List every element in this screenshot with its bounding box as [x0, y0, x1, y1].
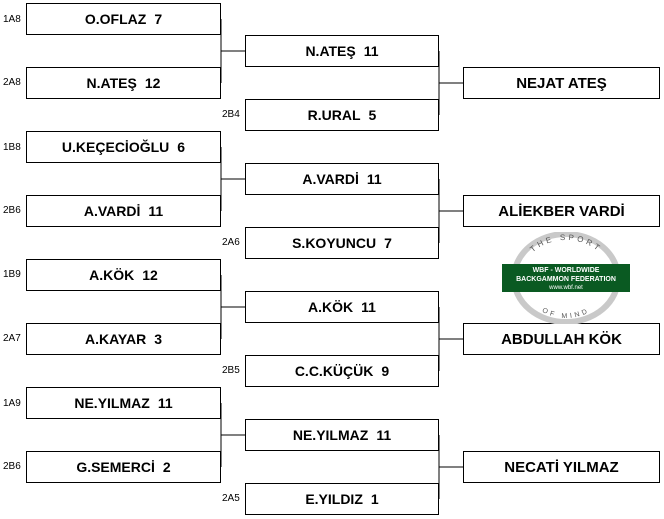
player-name: S.KOYUNCU — [292, 235, 377, 251]
player-name: A.KAYAR — [84, 331, 147, 347]
seed-label: 2A7 — [3, 333, 21, 344]
player-score: 2 — [162, 459, 171, 475]
seed-label: 1B8 — [3, 142, 21, 153]
match-box-round2[interactable]: C.C.KÜÇÜK 9 — [245, 355, 439, 387]
player-score: 11 — [361, 299, 376, 315]
winner-box[interactable]: NEJAT ATEŞ — [463, 67, 660, 99]
logo-line3: www.wbf.net — [548, 285, 583, 291]
player-name: G.SEMERCİ — [76, 459, 155, 475]
player-score: 12 — [142, 267, 158, 283]
match-box-round2[interactable]: NE.YILMAZ 11 — [245, 419, 439, 451]
player-score: 11 — [366, 171, 382, 187]
seed-label: 1A8 — [3, 14, 21, 25]
winner-name: NECATİ YILMAZ — [504, 458, 619, 476]
player-score: 11 — [376, 427, 392, 443]
match-box-round2[interactable]: S.KOYUNCU 7 — [245, 227, 439, 259]
match-box-round1[interactable]: N.ATEŞ 12 — [26, 67, 221, 99]
match-box-round1[interactable]: O.OFLAZ 7 — [26, 3, 221, 35]
match-box-round2[interactable]: A.VARDİ 11 — [245, 163, 439, 195]
seed-label: 2B4 — [222, 109, 240, 120]
winner-name: ALİEKBER VARDİ — [498, 202, 625, 220]
logo-top-text: THE SPORT — [528, 233, 603, 254]
match-box-round1[interactable]: U.KEÇECİOĞLU 6 — [26, 131, 221, 163]
player-score: 12 — [144, 75, 161, 91]
winner-box[interactable]: ABDULLAH KÖK — [463, 323, 660, 355]
logo-line1: WBF - WORLDWIDE — [533, 267, 600, 274]
match-box-round2[interactable]: R.URAL 5 — [245, 99, 439, 131]
seed-label: 2B6 — [3, 461, 21, 472]
winner-box[interactable]: NECATİ YILMAZ — [463, 451, 660, 483]
winner-name: ABDULLAH KÖK — [501, 330, 622, 348]
seed-label: 2B6 — [3, 205, 21, 216]
player-score: 7 — [154, 11, 163, 27]
player-name: NE.YILMAZ — [74, 395, 150, 411]
player-score: 7 — [384, 235, 392, 251]
player-score: 6 — [177, 139, 186, 155]
player-score: 1 — [370, 491, 379, 507]
wbf-logo: THE SPORT OF MIND WBF - WORLDWIDE BACKGA… — [502, 232, 630, 324]
seed-label: 2A8 — [3, 77, 21, 88]
seed-label: 1B9 — [3, 269, 21, 280]
seed-label: 2A5 — [222, 493, 240, 504]
player-name: U.KEÇECİOĞLU — [61, 139, 170, 155]
player-name: N.ATEŞ — [305, 43, 356, 59]
winner-box[interactable]: ALİEKBER VARDİ — [463, 195, 660, 227]
match-box-round1[interactable]: A.KÖK 12 — [26, 259, 221, 291]
match-box-round2[interactable]: A.KÖK 11 — [245, 291, 439, 323]
player-name: A.VARDİ — [83, 203, 141, 219]
player-name: R.URAL — [307, 107, 361, 123]
logo-line2: BACKGAMMON FEDERATION — [516, 276, 616, 283]
match-box-round1[interactable]: A.VARDİ 11 — [26, 195, 221, 227]
player-name: C.C.KÜÇÜK — [294, 363, 374, 379]
winner-name: NEJAT ATEŞ — [516, 74, 607, 92]
player-name: A.KÖK — [308, 299, 354, 315]
player-name: E.YILDIZ — [305, 491, 363, 507]
match-box-round1[interactable]: NE.YILMAZ 11 — [26, 387, 221, 419]
player-name: NE.YILMAZ — [292, 427, 369, 443]
player-name: A.VARDİ — [302, 171, 359, 187]
logo-band — [502, 264, 630, 292]
player-score: 11 — [157, 395, 173, 411]
player-name: N.ATEŞ — [86, 75, 137, 91]
match-box-round2[interactable]: N.ATEŞ 11 — [245, 35, 439, 67]
match-box-round1[interactable]: A.KAYAR 3 — [26, 323, 221, 355]
player-score: 9 — [381, 363, 390, 379]
player-score: 11 — [148, 203, 164, 219]
seed-label: 1A9 — [3, 398, 21, 409]
match-box-round2[interactable]: E.YILDIZ 1 — [245, 483, 439, 515]
player-score: 5 — [368, 107, 377, 123]
player-name: A.KÖK — [89, 267, 135, 283]
seed-label: 2B5 — [222, 365, 240, 376]
player-score: 3 — [154, 331, 162, 347]
match-box-round1[interactable]: G.SEMERCİ 2 — [26, 451, 221, 483]
player-score: 11 — [363, 43, 379, 59]
seed-label: 2A6 — [222, 237, 240, 248]
player-name: O.OFLAZ — [84, 11, 147, 27]
